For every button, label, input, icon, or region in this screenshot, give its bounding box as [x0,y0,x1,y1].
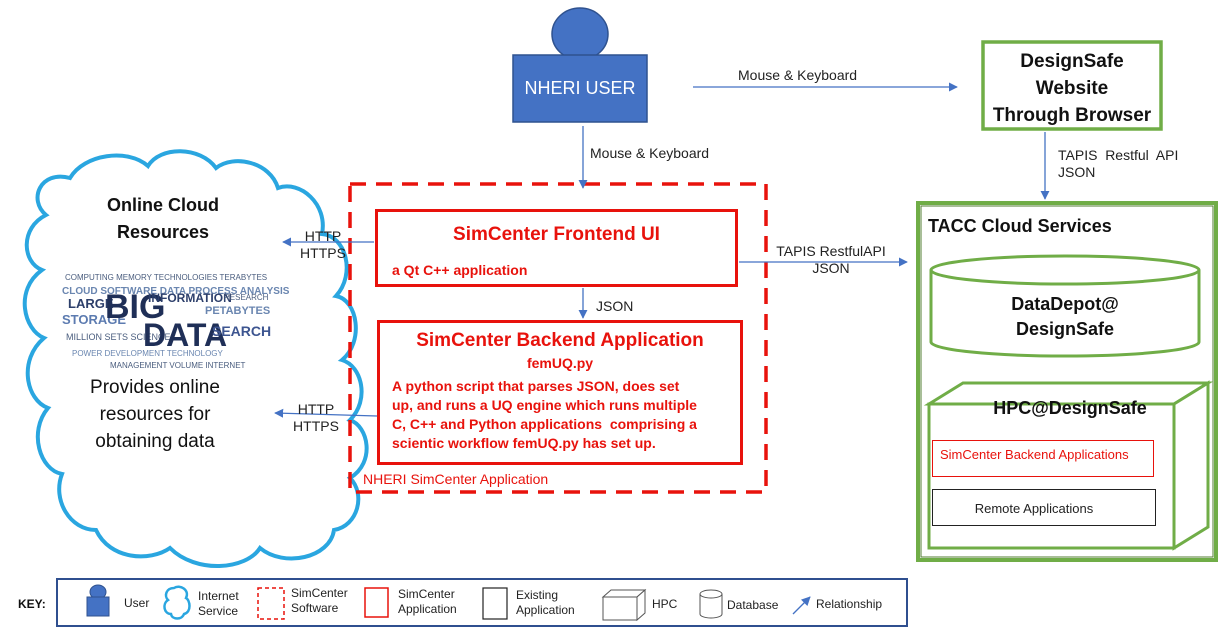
key-box [56,578,908,627]
cloud-description-line: Provides online [90,377,220,398]
key-sim-app-label-line: Application [398,602,457,616]
backend-title: SimCenter Backend Application [416,330,704,351]
svg-text:BIG: BIG [105,288,165,326]
nheri-user-label: NHERI USER [524,78,636,98]
key-user-icon [86,584,110,617]
svg-text:PETABYTES: PETABYTES [205,305,270,317]
hpc-remote-apps-label: Remote Applications [974,501,1094,516]
frontend-title: SimCenter Frontend UI [453,224,660,245]
backend-description-line: up, and runs a UQ engine which runs mult… [392,397,697,413]
frontend-subtitle: a Qt C++ application [392,262,528,278]
designsafe-line: Through Browser [992,105,1152,126]
svg-text:COMPUTING MEMORY TECHNOLOG: COMPUTING MEMORY TECHNOLOGIES TERABYTES [65,273,267,282]
key-sim-software-label: SimCenter Software [291,586,348,616]
key-internet-label-line: Service [198,604,239,618]
svg-text:LARGE: LARGE [68,296,114,311]
svg-text:CLOUD SOFTWARE DATA PROC: CLOUD SOFTWARE DATA PROCESS ANALYSIS [62,286,290,297]
edge-label-backend-cloud: HTTP HTTPS [287,401,345,435]
edge-label-designsafe-tacc: TAPIS Restful API JSON [1058,147,1178,181]
key-hpc-label: HPC [652,597,678,611]
edge-label-line: HTTPS [300,245,346,261]
nheri-simcenter-app-box [348,182,768,494]
datadepot-label-line: DesignSafe [1015,319,1115,339]
key-user-label: User [124,596,150,610]
datadepot-label-line: DataDepot@ [1011,294,1119,314]
key-existing-app-label: Existing Application [516,588,575,618]
designsafe-box [981,40,1163,131]
key-database-label: Database [727,598,779,612]
key-existing-app-icon [482,587,508,620]
key-sim-software-label-line: Software [291,601,339,615]
datadepot-label: DataDepot@ DesignSafe [931,292,1199,342]
svg-text:MILLION SETS SCIENCE: MILLION SETS SCIENCE [66,332,171,342]
key-existing-app-label-line: Application [516,603,575,617]
cloud-title: Online Cloud Resources [88,192,238,246]
arrow-backend-to-cloud [274,408,378,418]
key-existing-app-label-line: Existing [516,588,559,602]
svg-text:STORAGE: STORAGE [62,312,126,327]
key-label: KEY: [18,597,46,611]
datadepot-cylinder [929,254,1201,358]
cloud-description-line: obtaining data [95,431,215,452]
cloud-title-line: Online Cloud [107,195,219,215]
edge-label-user-designsafe: Mouse & Keyboard [738,67,858,83]
svg-text:POWER DEVELOPMENT TECHNOLO: POWER DEVELOPMENT TECHNOLOGY [72,349,224,358]
big-data-word-cloud-image: COMPUTING MEMORY TECHNOLOGIES TERABYTES … [60,262,290,374]
cloud-description: Provides online resources for obtaining … [70,374,240,455]
key-internet-icon [163,585,191,620]
backend-file: femUQ.py [526,355,594,371]
svg-text:INFORMATION: INFORMATION [148,291,232,305]
edge-label-frontend-backend: JSON [596,298,634,314]
key-internet-label: Internet Service [198,589,239,619]
svg-text:MANAGEMENT VOLUME INTERNET: MANAGEMENT VOLUME INTERNET [110,361,246,370]
backend-description-line: scientic workflow femUQ.py has set up. [392,435,656,451]
svg-text:SEARCH: SEARCH [212,323,271,339]
hpc-remote-apps-box [932,489,1156,526]
hpc-simcenter-backend-apps-label: SimCenter Backend Applications [940,447,1129,462]
hpc-simcenter-backend-apps-box [932,440,1154,477]
designsafe-title: DesignSafe Website Through Browser [983,48,1161,129]
key-sim-software-icon [257,587,285,620]
designsafe-line: Website [1035,78,1109,99]
cloud-description-line: resources for [99,404,211,425]
key-internet-label-line: Internet [198,589,239,603]
tacc-title: TACC Cloud Services [928,216,1112,236]
key-relationship-icon [792,596,811,615]
hpc-title: HPC@DesignSafe [993,398,1147,418]
edge-label-frontend-cloud: HTTP HTTPS [294,228,352,262]
edge-label-line: JSON [812,260,850,276]
key-sim-software-label-line: SimCenter [291,586,348,600]
nheri-user-figure [512,7,648,123]
backend-description-line: A python script that parses JSON, does s… [392,378,680,394]
key-sim-app-icon [364,587,389,618]
key-database-icon [699,589,723,619]
edge-label-user-frontend: Mouse & Keyboard [590,145,710,161]
edge-label-line: HTTP [297,401,335,417]
edge-label-frontend-tacc: TAPIS RestfulAPI JSON [766,243,896,277]
nheri-simcenter-app-label: NHERI SimCenter Application [363,471,549,487]
svg-text:RESEARCH: RESEARCH [224,293,269,302]
edge-label-line: HTTP [304,228,342,244]
key-sim-app-label-line: SimCenter [398,587,455,601]
cloud-title-line: Resources [116,222,210,242]
key-relationship-label: Relationship [816,597,883,611]
edge-label-line: JSON [1058,164,1096,180]
simcenter-frontend-box [375,209,738,287]
simcenter-backend-box [377,320,743,465]
svg-text:DATA: DATA [143,317,227,353]
key-sim-app-label: SimCenter Application [398,587,457,617]
edge-label-line: TAPIS Restful API [1058,147,1179,163]
edge-label-line: TAPIS RestfulAPI [776,243,886,259]
edge-label-line: HTTPS [293,418,339,434]
key-hpc-icon [601,588,647,622]
designsafe-line: DesignSafe [1020,51,1124,72]
backend-description-line: C, C++ and Python applications comprisin… [392,416,697,432]
backend-description: A python script that parses JSON, does s… [392,377,742,453]
